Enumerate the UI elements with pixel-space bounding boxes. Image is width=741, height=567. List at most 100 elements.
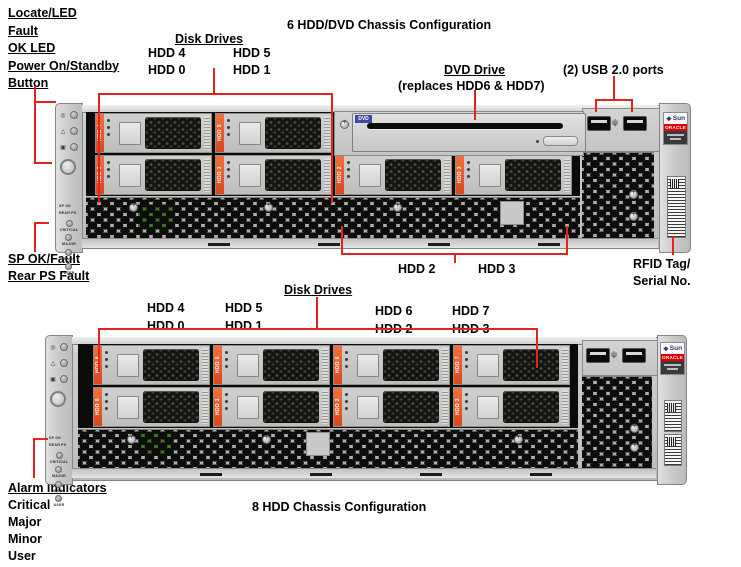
dvd-eject-button — [543, 136, 578, 146]
fault-icon: △ — [50, 360, 56, 367]
major-led: MAJOR — [52, 466, 66, 478]
screw — [262, 434, 271, 444]
drive-side-label — [564, 158, 570, 192]
hdd-id-strip: HDD 3 — [456, 156, 464, 194]
serial-label — [664, 434, 682, 466]
callout-line — [613, 76, 615, 100]
hdd-id-strip: HDD 7 — [454, 346, 462, 384]
locate-icon: ◎ — [60, 112, 66, 119]
drive-bay: HDD 4 — [95, 113, 212, 153]
drive-side-label — [204, 116, 210, 150]
callout-line — [34, 222, 36, 252]
drive-handle — [143, 349, 199, 381]
hdd-id-strip: HDD 3 — [454, 388, 462, 426]
callout-line — [595, 99, 633, 101]
fault-icon: △ — [60, 128, 66, 135]
vent-mesh-right — [582, 376, 652, 469]
callout-line — [566, 226, 568, 255]
drive-led-icons — [465, 351, 468, 368]
drive-bay: HDD 1 — [215, 155, 332, 195]
drive-bay: HDD 4 — [93, 345, 210, 385]
dvd-callout-subtitle: (replaces HDD6 & HDD7) — [398, 79, 545, 93]
callout-line — [98, 328, 538, 330]
hdd-id-strip: HDD 0 — [94, 388, 102, 426]
screw — [630, 442, 639, 452]
ok-led: ▣ — [49, 375, 68, 383]
drive-handle — [265, 117, 321, 149]
drive-led-icons — [107, 161, 110, 178]
dvd-slot — [367, 123, 563, 129]
drive-side-label — [562, 348, 568, 382]
drive-bay: HDD 2 — [333, 387, 450, 427]
filler-square — [306, 432, 330, 456]
locate-icon: ◎ — [50, 344, 56, 351]
hdd-id-strip: HDD 1 — [214, 388, 222, 426]
drive-led-icons — [467, 161, 470, 178]
sp-ok-led-label: SP OK — [59, 204, 72, 208]
callout-line — [672, 236, 674, 255]
hdd-label: HDD 4 — [148, 46, 186, 60]
drive-latch-button — [479, 164, 501, 187]
critical-led: CRITICAL — [50, 451, 68, 464]
drive-bay: HDD 0 — [93, 387, 210, 427]
legend-item: Fault — [8, 23, 38, 38]
drive-handle — [383, 391, 439, 423]
drive-led-icons — [105, 393, 108, 410]
rail-slot — [538, 243, 560, 246]
drive-led-icons — [227, 119, 230, 136]
drive-handle — [505, 159, 561, 191]
hdd-label: HDD 0 — [148, 63, 186, 77]
drive-bay: HDD 1 — [213, 387, 330, 427]
drive-latch-button — [357, 354, 379, 377]
drive-handle — [145, 159, 201, 191]
drive-latch-button — [119, 164, 141, 187]
rail-slot — [310, 473, 332, 476]
locate-led: ◎ — [49, 343, 68, 351]
title-bottom: 8 HDD Chassis Configuration — [252, 500, 427, 514]
hdd-id-strip: HDD 5 — [216, 114, 224, 152]
user-led: USER — [64, 263, 75, 275]
drive-side-label — [442, 348, 448, 382]
dvd-led — [536, 140, 539, 143]
rear-ps-led-label: REAR PS — [49, 443, 67, 447]
minor-led: MINOR — [53, 480, 66, 493]
callout-line — [34, 222, 49, 224]
rail-slot — [200, 473, 222, 476]
drive-bay: HDD 5 — [215, 113, 332, 153]
drive-side-label — [202, 348, 208, 382]
green-board-patch — [140, 433, 174, 455]
drive-handle — [263, 391, 319, 423]
drive-led-icons — [105, 351, 108, 368]
drive-handle — [503, 391, 559, 423]
screw — [393, 202, 402, 212]
callout-line — [34, 86, 36, 164]
usb-panel: ψ — [582, 108, 660, 152]
major-led: MAJOR — [62, 234, 76, 246]
callout-line — [474, 90, 476, 120]
alarm-led-column: CRITICAL MAJOR MINOR USER — [56, 217, 82, 275]
dvd-callout-title: DVD Drive — [444, 63, 506, 77]
drive-led-icons — [107, 119, 110, 136]
sun-brand-text: Sun — [669, 345, 683, 352]
screw — [340, 119, 349, 129]
title-top: 6 HDD/DVD Chassis Configuration — [287, 18, 492, 32]
hdd-id-strip: HDD 4 — [96, 114, 104, 152]
hdd-label: HDD 7 — [452, 304, 490, 318]
hdd3-callout: HDD 3 — [478, 262, 516, 276]
drive-led-icons — [225, 393, 228, 410]
rfid-serial-label — [667, 176, 686, 238]
hdd-label: HDD 0 — [147, 319, 185, 333]
usb-panel: ψ — [582, 340, 658, 376]
drive-led-icons — [347, 161, 350, 178]
oracle-badge-text: ORACLE — [661, 354, 684, 361]
drive-latch-button — [237, 396, 259, 419]
callout-line — [213, 68, 215, 93]
usb-port-2 — [622, 348, 646, 363]
hdd2-callout: HDD 2 — [398, 262, 436, 276]
drive-latch-button — [477, 354, 499, 377]
drive-handle — [143, 391, 199, 423]
hdd-label: HDD 4 — [147, 301, 185, 315]
dvd-drive: DVD — [352, 113, 586, 152]
bottom-rail — [72, 468, 656, 478]
power-button — [60, 159, 76, 175]
